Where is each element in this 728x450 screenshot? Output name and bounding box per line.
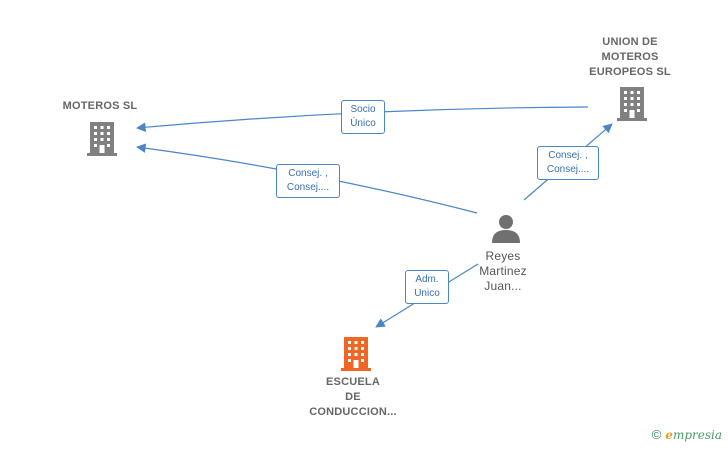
edge-label-consej-union[interactable]: Consej. , Consej....: [537, 146, 599, 180]
node-label-moteros[interactable]: MOTEROS SL: [40, 99, 160, 114]
brand-initial: e: [665, 428, 673, 442]
node-label-reyes[interactable]: Reyes Martinez Juan...: [453, 249, 553, 294]
node-label-line: UNION DE: [602, 36, 658, 48]
person-icon[interactable]: [490, 212, 522, 244]
copyright-symbol: ©: [651, 427, 662, 442]
building-icon[interactable]: [340, 335, 372, 371]
node-label-line: Juan...: [484, 279, 522, 293]
node-label-line: MOTEROS: [601, 51, 659, 63]
node-label-line: DE: [345, 391, 361, 403]
node-label-line: MOTEROS SL: [62, 100, 138, 112]
edge-label-socio-unico[interactable]: Socio Único: [341, 100, 385, 134]
node-label-line: ESCUELA: [326, 376, 380, 388]
node-label-line: Reyes: [485, 249, 521, 263]
node-label-line: CONDUCCION...: [309, 406, 397, 418]
building-icon[interactable]: [616, 85, 648, 121]
node-label-escuela[interactable]: ESCUELA DE CONDUCCION...: [283, 375, 423, 420]
node-label-line: EUROPEOS SL: [589, 66, 671, 78]
edge-label-adm-unico[interactable]: Adm. Unico: [405, 270, 449, 304]
edge-label-consej-moteros[interactable]: Consej. , Consej....: [276, 164, 340, 198]
node-label-line: Martinez: [479, 264, 527, 278]
empresia-logo: ©empresia: [652, 427, 722, 442]
brand-name: mpresia: [672, 428, 722, 442]
node-label-union[interactable]: UNION DE MOTEROS EUROPEOS SL: [570, 35, 690, 80]
building-icon[interactable]: [86, 120, 118, 156]
